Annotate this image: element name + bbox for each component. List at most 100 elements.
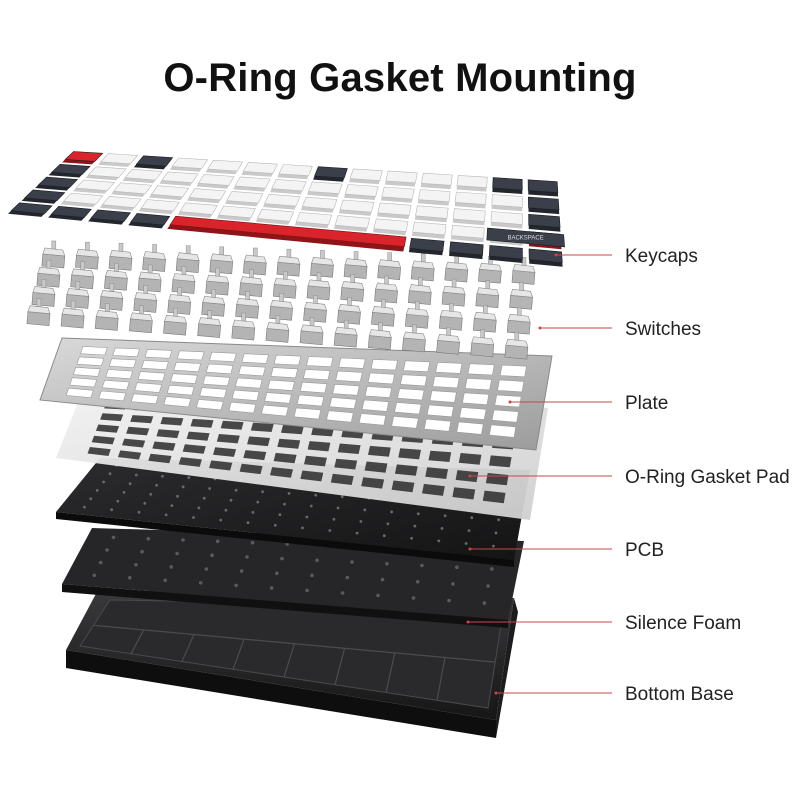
- pcb-hole: [301, 526, 304, 530]
- pcb-hole: [283, 502, 286, 506]
- key-switch: [75, 241, 99, 270]
- pcb-hole: [202, 496, 206, 500]
- keycap: [21, 189, 66, 204]
- keycap: [528, 213, 561, 232]
- gasket-cutout: [122, 438, 146, 448]
- foam-hole: [340, 591, 345, 595]
- key-switch: [306, 272, 331, 301]
- keycap: [169, 157, 209, 172]
- diagram-title: O-Ring Gasket Mounting: [163, 56, 637, 100]
- pcb-hole: [251, 511, 255, 514]
- plate-switch-cutout: [228, 401, 257, 414]
- foam-hole: [234, 583, 238, 588]
- foam-hole: [486, 584, 490, 588]
- gasket-cutout: [130, 415, 154, 424]
- key-switch: [475, 280, 500, 309]
- pcb-hole: [176, 494, 179, 498]
- plate-switch-cutout: [432, 376, 460, 389]
- pcb-hole: [287, 492, 291, 495]
- plate-switch-cutout: [400, 374, 428, 387]
- foam-hole: [380, 577, 385, 582]
- plate-switch-cutout: [364, 386, 393, 398]
- callout-anchor-dot: [468, 547, 472, 551]
- keycap: [277, 164, 313, 180]
- pcb-hole: [497, 518, 500, 522]
- plate-switch-cutout: [141, 360, 169, 371]
- plate-switch-cutout: [72, 366, 101, 377]
- pcb-hole: [110, 508, 114, 512]
- plate-switch-cutout: [394, 402, 422, 415]
- base-rib: [130, 629, 145, 655]
- gasket-cutout: [91, 435, 115, 445]
- pcb-hole: [278, 513, 282, 517]
- keycap: [133, 155, 174, 170]
- keycap: [527, 179, 559, 197]
- key-switch: [343, 251, 368, 279]
- plate-switch-cutout: [209, 351, 237, 363]
- keycap: [338, 199, 375, 216]
- key-switch: [299, 317, 324, 346]
- pcb-hole: [386, 522, 390, 526]
- key-switch: [269, 293, 293, 321]
- gasket-cutout: [394, 464, 418, 476]
- plate-switch-cutout: [176, 350, 205, 361]
- pcb-hole: [102, 480, 105, 484]
- plate-switch-cutout: [231, 389, 260, 401]
- keycap: [98, 153, 139, 167]
- key-switch: [407, 277, 432, 305]
- plate-switch-cutout: [303, 369, 331, 381]
- gasket-cutout: [156, 429, 180, 439]
- foam-hole: [280, 556, 284, 561]
- plate-switch-cutout: [79, 346, 108, 356]
- keycap: [224, 191, 264, 207]
- gasket-cutout: [334, 458, 358, 470]
- pcb-hole: [305, 515, 309, 519]
- gasket-cutout: [247, 436, 270, 447]
- pcb-hole: [137, 510, 141, 514]
- keycap: [73, 179, 116, 194]
- keycap: [384, 170, 418, 187]
- plate-switch-cutout: [137, 371, 166, 382]
- plate-switch-cutout: [391, 415, 419, 429]
- foam-hole: [98, 560, 103, 565]
- plate-switch-cutout: [65, 387, 94, 399]
- gasket-cutout: [160, 417, 184, 426]
- foam-hole: [169, 565, 173, 569]
- key-switch: [478, 255, 502, 284]
- pcb-hole: [359, 520, 363, 523]
- key-switch: [444, 254, 469, 283]
- key-switch: [94, 303, 119, 331]
- keycap: [380, 186, 415, 203]
- pcb-hole: [143, 501, 147, 505]
- key-switch: [276, 248, 301, 277]
- keycap: [159, 171, 199, 186]
- plate-switch-cutout: [462, 392, 490, 406]
- pcb-hole: [192, 516, 195, 519]
- keycap: [450, 224, 485, 243]
- key-switch: [438, 302, 463, 331]
- foam-hole: [245, 555, 249, 559]
- plate-switch-cutout: [489, 424, 517, 438]
- plate-switch-cutout: [397, 388, 425, 401]
- callout-label-gasket: O-Ring Gasket Pad: [625, 467, 790, 488]
- gasket-cutout: [213, 447, 237, 457]
- keycap: [343, 184, 379, 200]
- plate-switch-cutout: [329, 397, 357, 410]
- keycap: [196, 174, 235, 189]
- key-switch: [242, 247, 267, 276]
- callout-label-base: Bottom Base: [625, 684, 734, 705]
- key-switch: [441, 278, 466, 307]
- pcb-hole: [95, 489, 99, 492]
- foam-hole: [490, 567, 494, 571]
- pcb-hole: [122, 491, 126, 494]
- pcb-hole: [261, 490, 264, 494]
- plate-switch-cutout: [205, 363, 234, 375]
- plate-switch-cutout: [69, 377, 98, 388]
- gasket-cutout: [243, 450, 267, 461]
- plate-switch-cutout: [499, 364, 527, 378]
- keycap: [420, 172, 453, 190]
- foam-hole: [111, 535, 116, 540]
- gasket-cutout: [209, 460, 233, 471]
- foam-hole: [146, 536, 151, 541]
- foam-hole: [105, 548, 109, 552]
